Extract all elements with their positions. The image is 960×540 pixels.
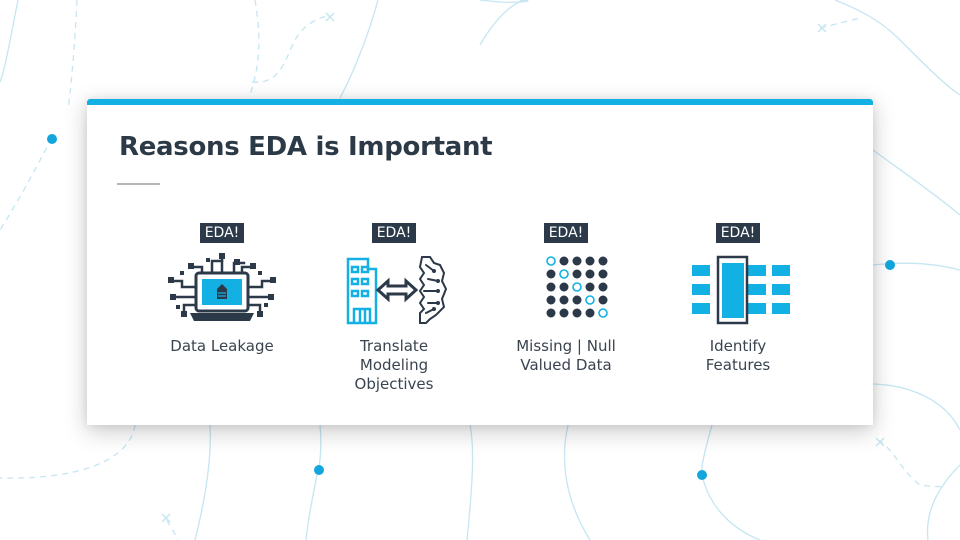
reason-label: Translate Modeling Objectives: [354, 337, 434, 393]
reason-label: Data Leakage: [170, 337, 274, 355]
feature-columns-icon: [692, 255, 790, 325]
eda-badge: EDA!: [371, 223, 417, 243]
reason-data-leakage: EDA! Dat: [137, 223, 307, 356]
eda-badge: EDA!: [199, 223, 245, 243]
slide-title: Reasons EDA is Important: [119, 132, 493, 162]
laptop-network-lock-icon: [168, 253, 276, 321]
reason-label: Missing | Null Valued Data: [516, 337, 616, 374]
building-brain-exchange-icon: [346, 256, 448, 325]
title-underline: [117, 183, 160, 185]
dot-grid-missing-icon: [546, 256, 608, 318]
card-accent-bar: [87, 99, 873, 105]
reason-translate-modeling-objectives: EDA! Translate Modeling Obje: [309, 223, 479, 394]
content-card: Reasons EDA is Important EDA!: [87, 99, 873, 425]
reason-label: Identify Features: [705, 337, 771, 374]
reason-missing-null-data: EDA! Missing | Null Valued Data: [481, 223, 651, 375]
eda-badge: EDA!: [543, 223, 589, 243]
eda-badge: EDA!: [715, 223, 761, 243]
reason-identify-features: EDA! Identify Features: [653, 223, 823, 375]
